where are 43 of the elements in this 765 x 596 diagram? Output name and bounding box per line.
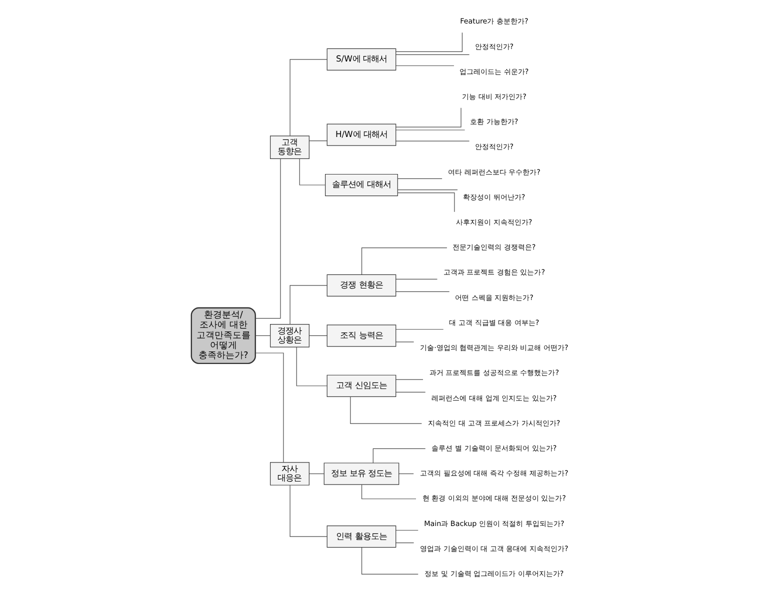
- node-box: 자사 대응은: [270, 462, 309, 486]
- node-box: H/W에 대해서: [326, 124, 396, 146]
- connector: [395, 530, 418, 531]
- node-box: 솔루션에 대해서: [324, 174, 398, 196]
- connector: [360, 247, 447, 275]
- connector: [396, 192, 454, 212]
- connector: [395, 329, 444, 330]
- node-box: 경쟁 현황은: [326, 274, 396, 296]
- connector: [395, 140, 470, 142]
- node-box: 경쟁사 상황은: [270, 324, 309, 348]
- node-box: 환경분석/ 조사에 대한 고객만족도를 어떻게 충족하는가?: [190, 307, 256, 364]
- connector: [289, 285, 327, 325]
- connector: [289, 484, 327, 537]
- connector: [395, 542, 414, 544]
- connector: [308, 335, 327, 336]
- connector: [396, 178, 442, 180]
- connector: [398, 473, 414, 474]
- connector: [254, 335, 270, 336]
- connector: [254, 158, 280, 319]
- connector: [254, 352, 284, 463]
- node-box: 정보 보유 정도는: [323, 462, 399, 485]
- connector: [350, 396, 422, 424]
- node-box: S/W에 대해서: [326, 48, 396, 71]
- connector: [308, 140, 327, 142]
- node-box: 인력 활용도는: [326, 525, 396, 548]
- connector: [360, 484, 416, 500]
- connector: [372, 448, 426, 464]
- connector: [395, 32, 462, 52]
- connector: [395, 379, 423, 380]
- connector: [395, 291, 450, 292]
- node-box: 조직 능력은: [326, 324, 396, 347]
- connector: [296, 346, 327, 386]
- connector: [395, 54, 470, 55]
- connector: [360, 547, 418, 574]
- connector: [395, 108, 461, 128]
- connector: [395, 65, 454, 66]
- connector: [396, 189, 458, 190]
- connector: [298, 158, 326, 186]
- node-box: 고객 신임도는: [326, 374, 396, 397]
- node-box: 고객 동향은: [270, 136, 309, 159]
- connector: [395, 278, 438, 280]
- connector: [308, 473, 324, 474]
- connector: [289, 59, 327, 136]
